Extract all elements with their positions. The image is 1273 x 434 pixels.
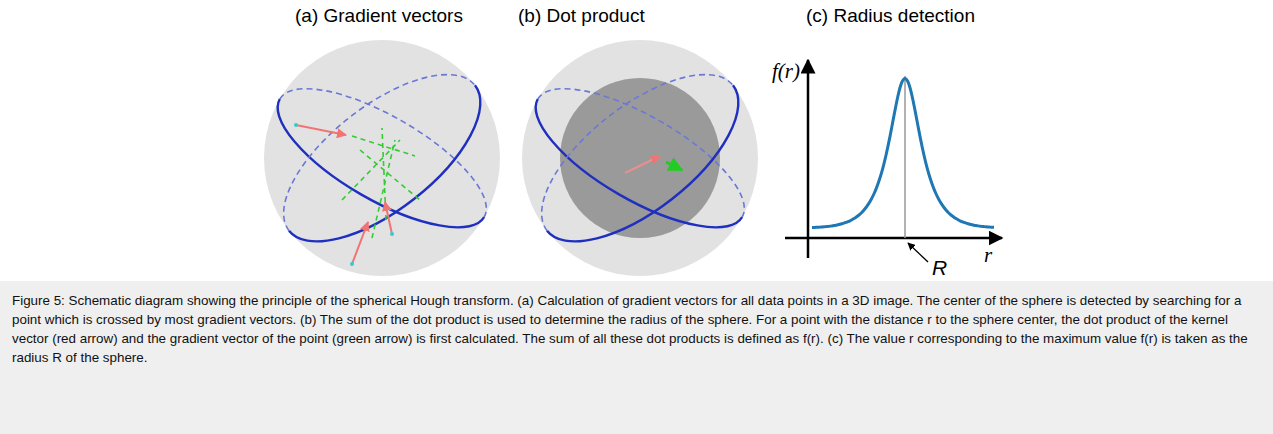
- figure-caption: Figure 5: Schematic diagram showing the …: [12, 291, 1260, 367]
- panel-title: (b) Dot product: [518, 6, 645, 27]
- ring-front: [259, 99, 484, 253]
- axis-label: f(r): [772, 60, 800, 83]
- ring-back: [515, 44, 733, 230]
- great-circle: [517, 63, 763, 254]
- ring-front: [517, 99, 742, 253]
- peak-line: [904, 76, 906, 238]
- great-circle: [515, 44, 765, 271]
- sphere-b: [522, 40, 758, 276]
- axes: [785, 60, 1002, 258]
- ring-back: [538, 63, 763, 217]
- great-circle: [259, 63, 505, 254]
- dot-product-vectors: [625, 156, 682, 173]
- great-circle: [257, 44, 507, 271]
- data-points: [294, 123, 394, 266]
- gradient-vectors: [296, 125, 392, 264]
- panel-title: (c) Radius detection: [806, 6, 975, 27]
- r-leader: [908, 243, 928, 262]
- radius-label: R: [932, 256, 947, 279]
- sphere-a: [264, 40, 500, 276]
- f-curve: [812, 79, 994, 228]
- axis-label: r: [984, 244, 992, 267]
- ring-back: [280, 63, 505, 217]
- ring-back: [257, 44, 475, 230]
- ring-front: [547, 85, 765, 271]
- gradient-extensions: [342, 128, 420, 238]
- ring-front: [289, 85, 507, 271]
- panel-title: (a) Gradient vectors: [295, 6, 463, 27]
